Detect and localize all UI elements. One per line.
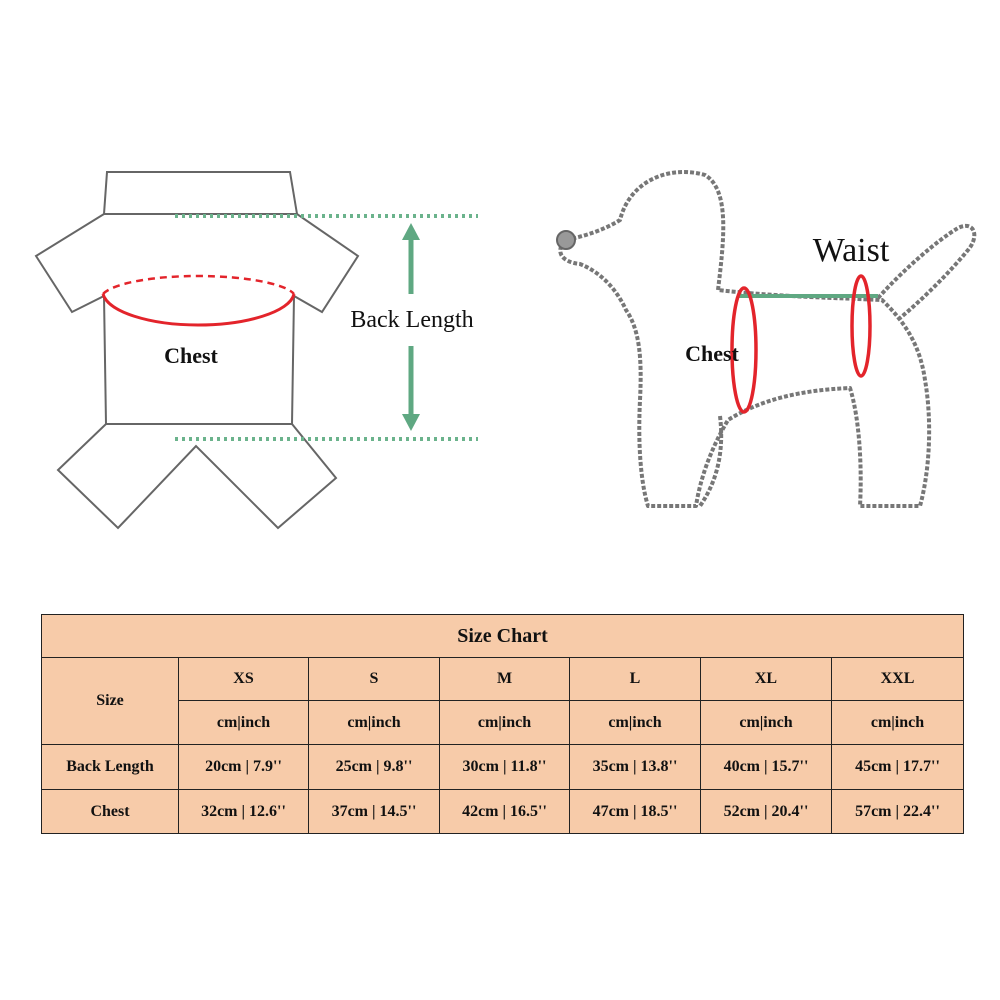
size-chart-title: Size Chart — [41, 614, 964, 658]
size-l: L — [569, 657, 701, 701]
unit-label: cm|inch — [308, 700, 440, 745]
dog-body-outline — [558, 170, 932, 508]
chest-xxl: 57cm | 22.4'' — [831, 789, 964, 834]
garment-body-outline — [34, 213, 360, 425]
garment-chest-ellipse-front — [101, 293, 296, 327]
back-length-m: 30cm | 11.8'' — [439, 744, 570, 790]
back-length-xxl: 45cm | 17.7'' — [831, 744, 964, 790]
back-length-arrow-down — [402, 346, 420, 431]
dog-diagram: Chest Waist — [556, 170, 977, 508]
dog-chest-label: Chest — [685, 341, 739, 366]
size-chart-table: Size Chart Size XS S M L XL XXL cm|inch … — [41, 614, 964, 834]
garment-legs-outline — [56, 423, 338, 530]
garment-chest-ellipse-back — [102, 274, 295, 295]
size-xs: XS — [178, 657, 309, 701]
dog-leg-inner-outline — [698, 415, 724, 508]
size-header: Size — [41, 657, 179, 745]
dog-chest-ellipse — [730, 286, 758, 414]
dog-tail-outline — [876, 224, 977, 320]
row-label-chest: Chest — [41, 789, 179, 834]
back-length-l: 35cm | 13.8'' — [569, 744, 701, 790]
back-length-xl: 40cm | 15.7'' — [700, 744, 832, 790]
dog-waist-ellipse — [850, 274, 872, 378]
measurement-diagrams: Chest Back Length Chest Waist — [34, 170, 977, 530]
back-length-s: 25cm | 9.8'' — [308, 744, 440, 790]
size-xxl: XXL — [831, 657, 964, 701]
chest-m: 42cm | 16.5'' — [439, 789, 570, 834]
dog-nose — [556, 230, 576, 250]
table-row-chest: Chest 32cm | 12.6'' 37cm | 14.5'' 42cm |… — [41, 789, 964, 834]
chest-xs: 32cm | 12.6'' — [178, 789, 309, 834]
unit-label: cm|inch — [700, 700, 832, 745]
size-xl: XL — [700, 657, 832, 701]
garment-chest-label: Chest — [164, 343, 218, 368]
size-m: M — [439, 657, 570, 701]
chest-s: 37cm | 14.5'' — [308, 789, 440, 834]
unit-label: cm|inch — [439, 700, 570, 745]
garment-collar — [102, 171, 299, 215]
table-row-back-length: Back Length 20cm | 7.9'' 25cm | 9.8'' 30… — [41, 744, 964, 790]
unit-label: cm|inch — [178, 700, 309, 745]
dog-waist-label: Waist — [813, 232, 890, 269]
chest-xl: 52cm | 20.4'' — [700, 789, 832, 834]
row-label-back-length: Back Length — [41, 744, 179, 790]
garment-diagram: Chest Back Length — [34, 171, 478, 530]
chest-l: 47cm | 18.5'' — [569, 789, 701, 834]
unit-label: cm|inch — [569, 700, 701, 745]
back-length-xs: 20cm | 7.9'' — [178, 744, 309, 790]
unit-label: cm|inch — [831, 700, 964, 745]
back-length-label: Back Length — [350, 307, 473, 333]
back-length-arrow-up — [402, 223, 420, 294]
size-s: S — [308, 657, 440, 701]
